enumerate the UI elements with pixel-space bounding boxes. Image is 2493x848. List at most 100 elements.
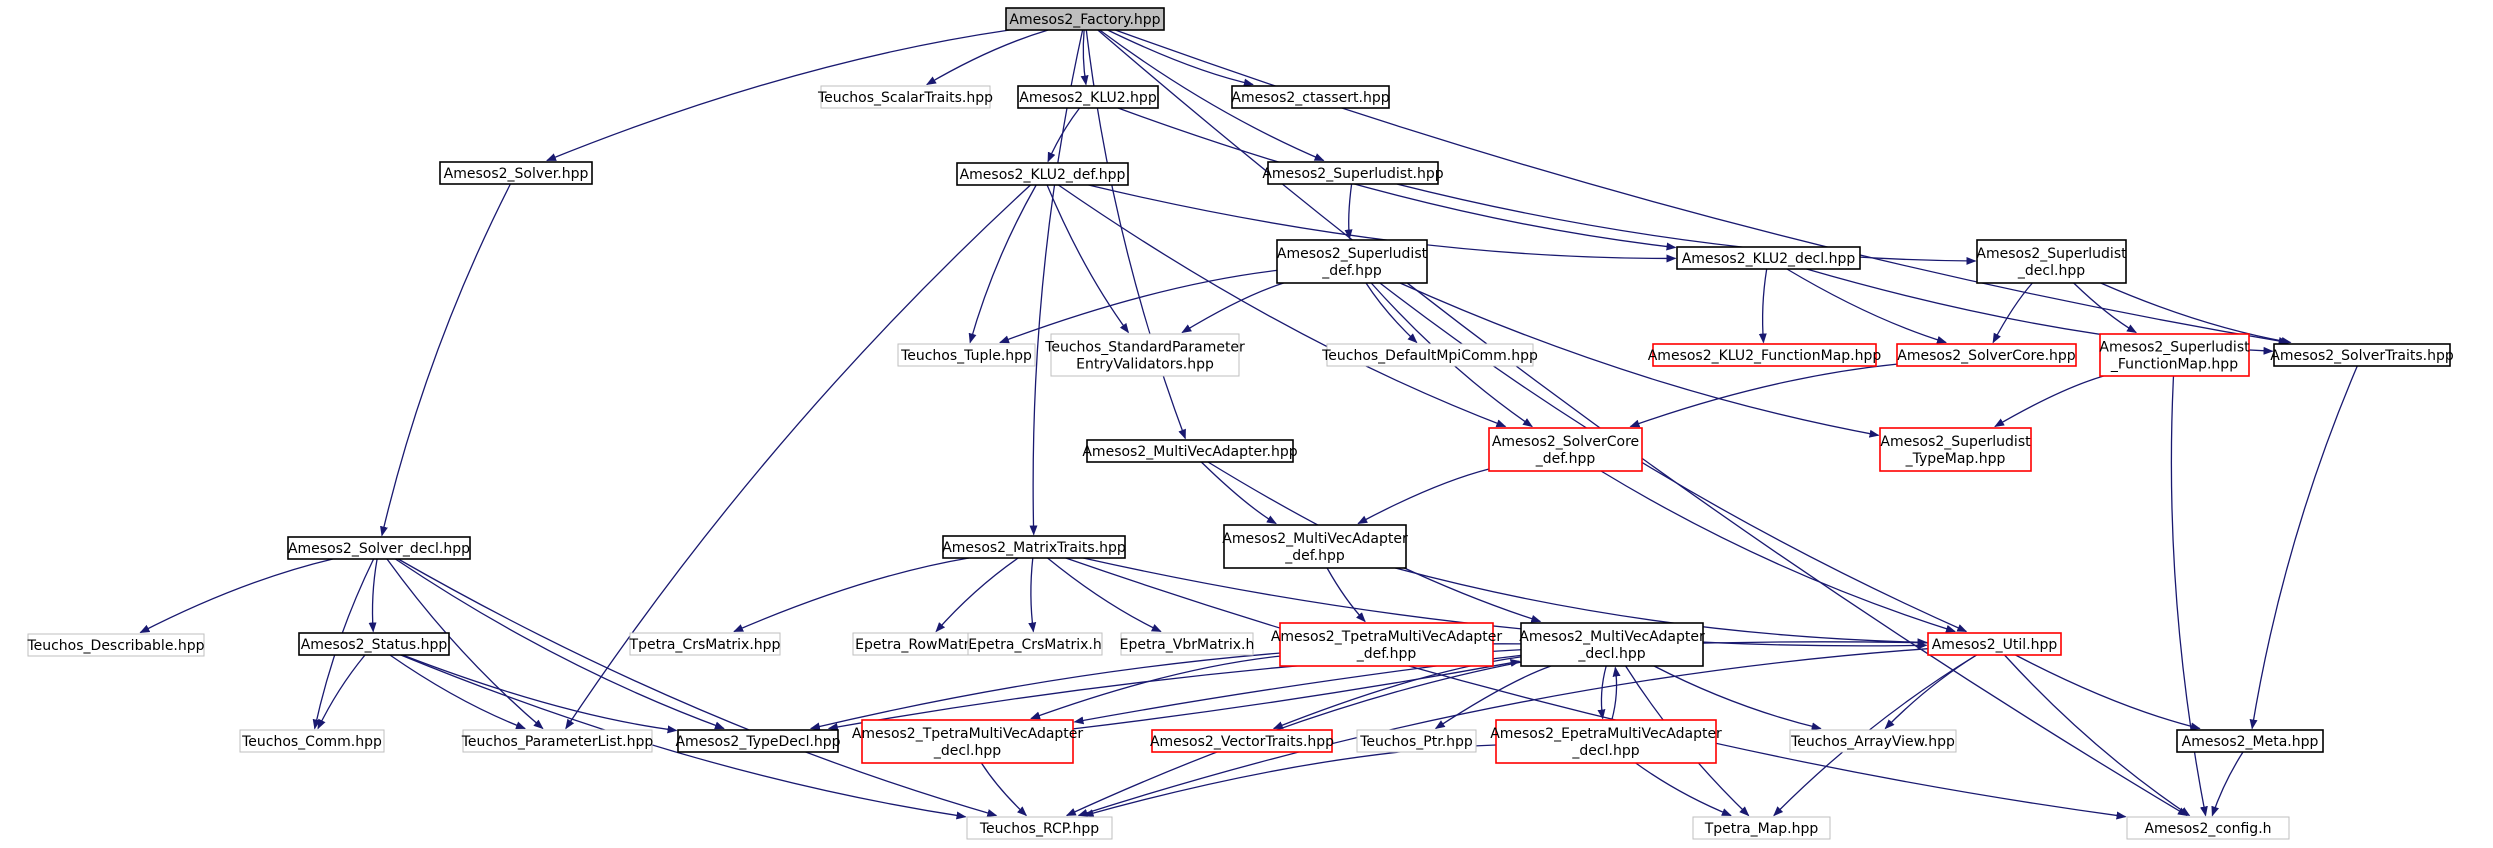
- edge-klu2def-to-stdparam: [1046, 184, 1129, 334]
- node-teuchos-describable-hpp: Teuchos_Describable.hpp: [26, 633, 205, 657]
- edge-klu2-to-klu2def: [1047, 107, 1081, 163]
- edge-mvadecl-to-vtraits: [1272, 656, 1522, 730]
- edge-superludist-to-sludef: [1344, 183, 1353, 240]
- node-amesos2-matrixtraits-hpp[interactable]: Amesos2_MatrixTraits.hpp: [942, 535, 1126, 559]
- node-amesos2-klu2-hpp[interactable]: Amesos2_KLU2.hpp: [1017, 85, 1159, 109]
- node-amesos2-tpetramultivecadapter-def-hpp[interactable]: Amesos2_TpetraMultiVecAdapter_def.hpp: [1271, 622, 1503, 667]
- node-amesos2-epetramultivecadapter-decl-hpp[interactable]: Amesos2_EpetraMultiVecAdapter_decl.hpp: [1490, 719, 1722, 764]
- node-amesos2-solver-hpp[interactable]: Amesos2_Solver.hpp: [439, 161, 593, 185]
- node-amesos2-util-hpp[interactable]: Amesos2_Util.hpp: [1927, 632, 2062, 656]
- node-label: Tpetra_CrsMatrix.hpp: [629, 637, 781, 653]
- node-box: [677, 729, 839, 753]
- node-box: [1976, 239, 2127, 284]
- node-label: Amesos2_KLU2_FunctionMap.hpp: [1648, 348, 1882, 364]
- node-label: Amesos2_Superludist: [1976, 246, 2127, 262]
- node-teuchos-standardparameter-entryvalidators-hpp: Teuchos_StandardParameterEntryValidators…: [1044, 333, 1245, 377]
- edge-solverdecl-to-status: [368, 558, 378, 633]
- node-amesos2-vectortraits-hpp[interactable]: Amesos2_VectorTraits.hpp: [1150, 729, 1334, 753]
- node-amesos2-superludist-functionmap-hpp[interactable]: Amesos2_Superludist_FunctionMap.hpp: [2099, 333, 2250, 377]
- node-box: [1488, 427, 1643, 472]
- node-label: Amesos2_Factory.hpp: [1009, 12, 1160, 28]
- node-box: [942, 535, 1126, 559]
- edge-solverdecl-to-rcp: [397, 558, 998, 817]
- node-box: [1223, 524, 1407, 569]
- node-box: [2126, 816, 2290, 840]
- node-amesos2-multivecadapter-hpp[interactable]: Amesos2_MultiVecAdapter.hpp: [1082, 439, 1298, 463]
- node-label: Teuchos_RCP.hpp: [979, 821, 1099, 837]
- edge-status-to-comm: [317, 654, 366, 730]
- node-amesos2-superludist-decl-hpp[interactable]: Amesos2_Superludist_decl.hpp: [1976, 239, 2127, 284]
- edge-factory-to-solvertraits: [1115, 29, 2289, 345]
- node-amesos2-tpetramultivecadapter-decl-hpp[interactable]: Amesos2_TpetraMultiVecAdapter_decl.hpp: [852, 719, 1084, 764]
- node-box: [1495, 719, 1717, 764]
- node-tpetra-crsmatrix-hpp: Tpetra_CrsMatrix.hpp: [629, 632, 781, 656]
- edge-solver-to-solverdecl: [380, 183, 511, 537]
- node-box: [2099, 333, 2250, 377]
- node-amesos2-solver-decl-hpp[interactable]: Amesos2_Solver_decl.hpp: [287, 536, 471, 560]
- node-label: Amesos2_Solver.hpp: [444, 166, 589, 182]
- node-amesos2-solvertraits-hpp[interactable]: Amesos2_SolverTraits.hpp: [2270, 343, 2454, 367]
- node-amesos2-klu2-decl-hpp[interactable]: Amesos2_KLU2_decl.hpp: [1676, 246, 1861, 270]
- node-box: [820, 85, 991, 109]
- edge-status-to-rcp: [400, 654, 967, 820]
- node-teuchos-parameterlist-hpp: Teuchos_ParameterList.hpp: [461, 729, 654, 753]
- node-amesos2-meta-hpp[interactable]: Amesos2_Meta.hpp: [2176, 729, 2324, 753]
- node-box: [1050, 333, 1240, 377]
- node-amesos2-typedecl-hpp[interactable]: Amesos2_TypeDecl.hpp: [675, 729, 841, 753]
- node-amesos2-status-hpp[interactable]: Amesos2_Status.hpp: [298, 632, 450, 656]
- node-label: Teuchos_Tuple.hpp: [900, 348, 1032, 364]
- node-label: Amesos2_ctassert.hpp: [1231, 90, 1389, 106]
- node-amesos2-factory-hpp[interactable]: Amesos2_Factory.hpp: [1005, 7, 1165, 31]
- node-label: Amesos2_Superludist.hpp: [1262, 166, 1443, 182]
- edge-sludef-to-mpicomm: [1365, 282, 1418, 344]
- node-teuchos-scalartraits-hpp: Teuchos_ScalarTraits.hpp: [817, 85, 993, 109]
- node-label: Amesos2_MultiVecAdapter.hpp: [1082, 444, 1297, 460]
- node-teuchos-defaultmpicomm-hpp: Teuchos_DefaultMpiComm.hpp: [1321, 343, 1538, 367]
- node-amesos2-superludist-hpp[interactable]: Amesos2_Superludist.hpp: [1262, 161, 1444, 185]
- node-label: Tpetra_Map.hpp: [1704, 821, 1819, 837]
- edge-sludef-to-tuple: [999, 269, 1278, 344]
- node-teuchos-tuple-hpp: Teuchos_Tuple.hpp: [897, 343, 1036, 367]
- node-teuchos-rcp-hpp: Teuchos_RCP.hpp: [966, 816, 1113, 840]
- node-amesos2-multivecadapter-decl-hpp[interactable]: Amesos2_MultiVecAdapter_decl.hpp: [1519, 622, 1705, 667]
- edge-sludecl-to-solvertraits: [2100, 282, 2292, 345]
- node-label: Amesos2_Superludist: [1880, 434, 2031, 450]
- edge-mtraits-to-config: [1065, 557, 2127, 820]
- node-amesos2-solvercore-def-hpp[interactable]: Amesos2_SolverCore_def.hpp: [1488, 427, 1643, 472]
- node-teuchos-comm-hpp: Teuchos_Comm.hpp: [239, 729, 385, 753]
- node-amesos2-superludist-def-hpp[interactable]: Amesos2_Superludist_def.hpp: [1276, 239, 1428, 284]
- edge-mvadecl-to-emvadecl: [1597, 665, 1607, 720]
- node-box: [1326, 343, 1534, 367]
- node-label: EntryValidators.hpp: [1076, 357, 1214, 373]
- node-amesos2-klu2-def-hpp[interactable]: Amesos2_KLU2_def.hpp: [956, 162, 1129, 186]
- edge-util-to-rcp: [1077, 648, 1929, 817]
- node-label: Teuchos_Describable.hpp: [26, 638, 204, 654]
- node-label: Amesos2_Util.hpp: [1932, 637, 2058, 653]
- node-label: Amesos2_KLU2_def.hpp: [960, 167, 1126, 183]
- edge-factory-to-ctassert: [1107, 29, 1254, 87]
- node-amesos2-multivecadapter-def-hpp[interactable]: Amesos2_MultiVecAdapter_def.hpp: [1222, 524, 1408, 569]
- node-label: Teuchos_ParameterList.hpp: [461, 734, 654, 750]
- node-box: [287, 536, 471, 560]
- node-epetra-rowmatrix-h: Epetra_RowMatrix.h: [852, 632, 998, 656]
- node-label: _def.hpp: [1284, 548, 1345, 564]
- node-amesos2-config-h: Amesos2_config.h: [2126, 816, 2290, 840]
- edge-sludef-to-util: [1379, 282, 1968, 633]
- node-amesos2-solvercore-hpp[interactable]: Amesos2_SolverCore.hpp: [1896, 343, 2077, 367]
- node-amesos2-klu2-functionmap-hpp[interactable]: Amesos2_KLU2_FunctionMap.hpp: [1648, 343, 1882, 367]
- edge-tmvadecl-to-mvadecl: [1072, 658, 1521, 730]
- node-box: [1276, 239, 1428, 284]
- node-amesos2-ctassert-hpp[interactable]: Amesos2_ctassert.hpp: [1231, 85, 1390, 109]
- node-label: Amesos2_TpetraMultiVecAdapter: [852, 726, 1084, 742]
- node-teuchos-arrayview-hpp: Teuchos_ArrayView.hpp: [1789, 729, 1957, 753]
- node-box: [897, 343, 1036, 367]
- edge-mtraits-to-tcrs: [733, 557, 970, 633]
- node-amesos2-superludist-typemap-hpp[interactable]: Amesos2_Superludist_TypeMap.hpp: [1879, 427, 2032, 472]
- node-label: Amesos2_KLU2.hpp: [1019, 90, 1157, 106]
- node-label: Amesos2_Meta.hpp: [2182, 734, 2319, 750]
- edge-mvadecl-to-ptr: [1434, 665, 1552, 730]
- node-box: [1086, 439, 1294, 463]
- node-label: _decl.hpp: [1577, 646, 1645, 662]
- node-label: Amesos2_Superludist: [2099, 340, 2250, 356]
